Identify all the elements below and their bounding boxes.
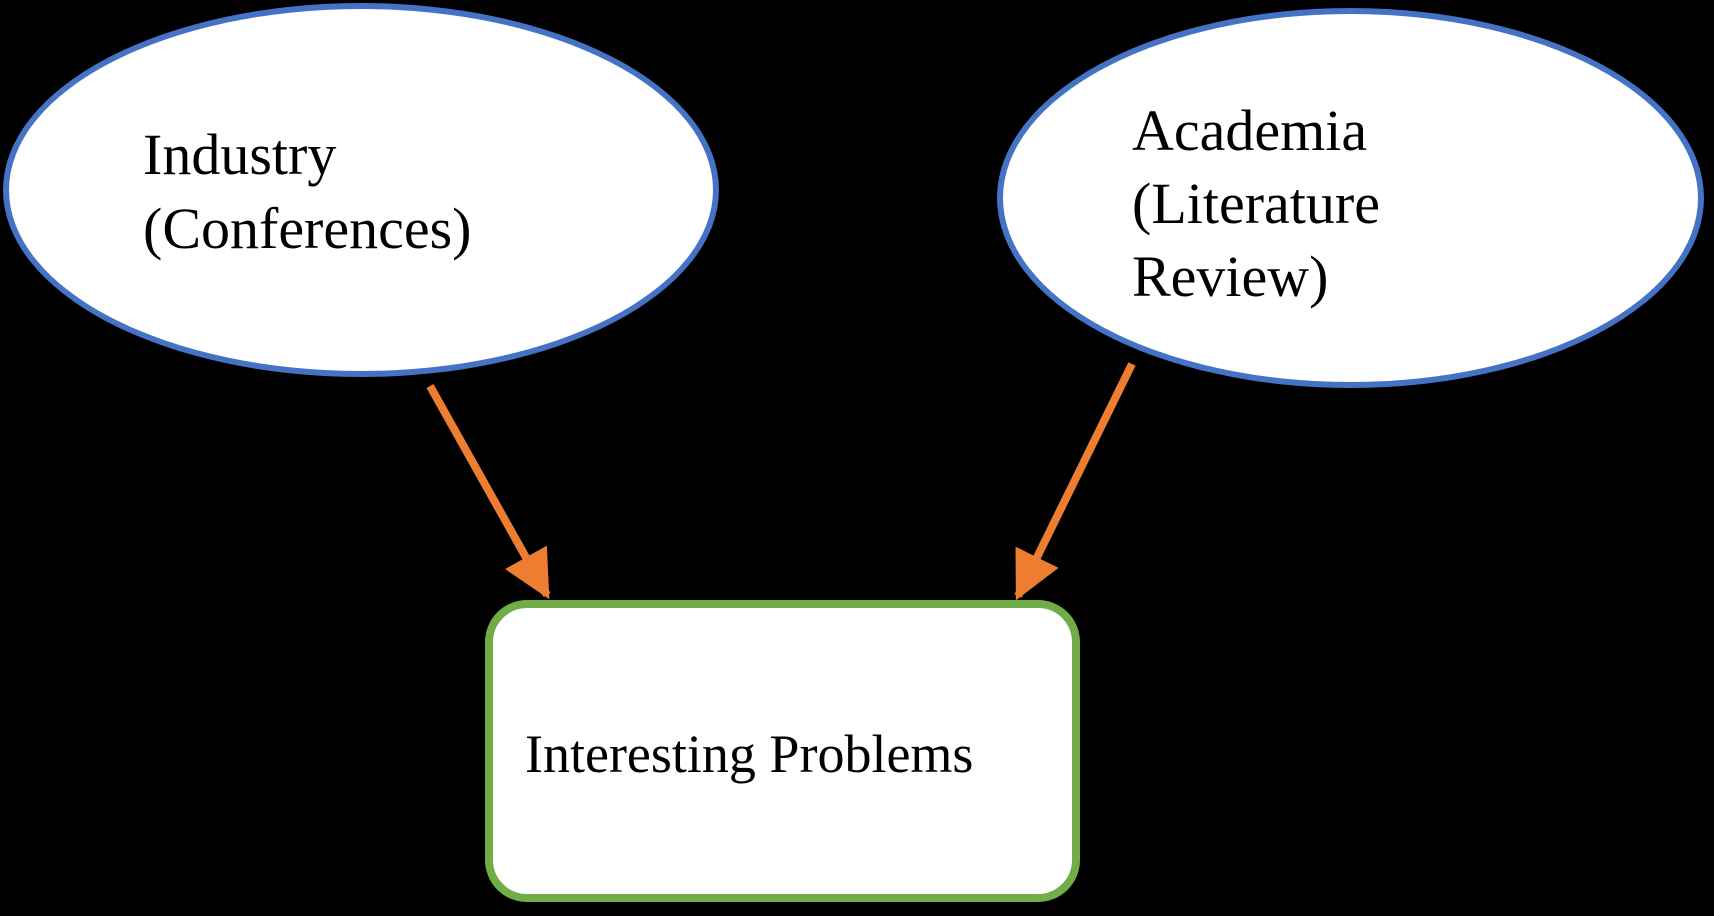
industry-ellipse-node	[3, 3, 719, 377]
interesting-problems-box-node	[485, 600, 1080, 902]
academia-to-problems-arrow	[1014, 362, 1136, 601]
industry-node-label: Industry (Conferences)	[143, 122, 472, 261]
industry-to-problems-arrow	[426, 384, 551, 600]
academia-ellipse-node	[997, 8, 1704, 388]
academia-node-label: Academia (Literature Review)	[1132, 98, 1380, 309]
interesting-problems-node-label: Interesting Problems	[525, 724, 974, 784]
